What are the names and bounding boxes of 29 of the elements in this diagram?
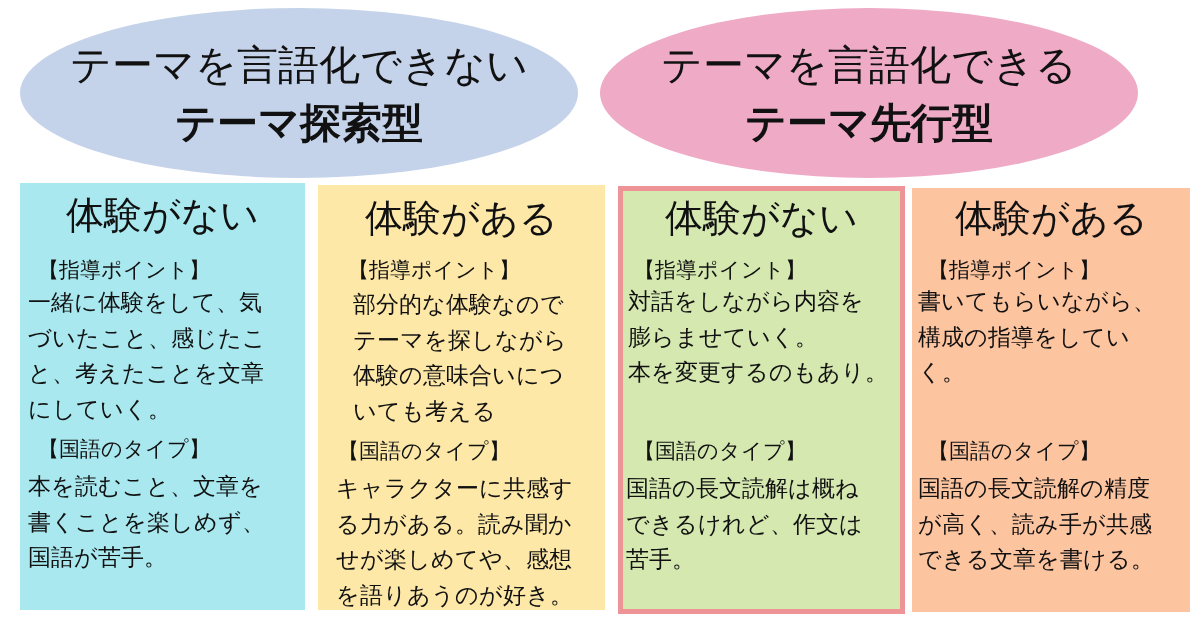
body-text: 部分的な体験なのでテーマを探しながら体験の意味合いについても考える [353, 290, 568, 426]
column-panel [912, 188, 1190, 612]
body-text: 国語の長文読解の精度が高く、読み手が共感できる文章を書ける。 [918, 474, 1155, 575]
ellipse-title: テーマを言語化できる [661, 40, 1077, 91]
column-heading: 体験がある [954, 195, 1148, 242]
ellipse-subtitle: テーマ探索型 [175, 98, 423, 149]
column-panel [318, 185, 605, 610]
column-heading: 体験がある [365, 195, 558, 242]
section-label: 【国語のタイプ】 [338, 438, 510, 465]
column-panel [618, 186, 905, 614]
section-label: 【指導ポイント】 [38, 257, 210, 284]
section-label: 【国語のタイプ】 [634, 438, 806, 465]
body-text: 本を変更するのもあり。 [628, 358, 888, 388]
body-text: 対話をしながら内容を膨らませていく。 [628, 287, 865, 352]
section-label: 【国語のタイプ】 [38, 436, 210, 463]
body-text: 国語の長文読解は概ねできるけれど、作文は苦手。 [626, 474, 864, 575]
body-text: 本を読むこと、文章を書くことを楽しめず、国語が苦手。 [28, 472, 266, 573]
section-label: 【指導ポイント】 [928, 257, 1100, 284]
section-label: 【指導ポイント】 [348, 257, 520, 284]
body-text: 一緒に体験をして、気づいたこと、感じたこと、考えたことを文章にしていく。 [28, 288, 267, 424]
column-heading: 体験がない [665, 195, 858, 242]
body-text: キャラクターに共感する力がある。読み聞かせが楽しめてや、感想を語りあうのが好き。 [336, 474, 574, 610]
ellipse-title: テーマを言語化できない [70, 40, 528, 91]
ellipse-subtitle: テーマ先行型 [745, 98, 993, 149]
section-label: 【国語のタイプ】 [928, 438, 1100, 465]
column-panel [20, 183, 305, 610]
body-text: 書いてもらいながら、構成の指導をしていく。 [918, 287, 1157, 388]
column-heading: 体験がない [66, 192, 259, 239]
section-label: 【指導ポイント】 [634, 257, 806, 284]
